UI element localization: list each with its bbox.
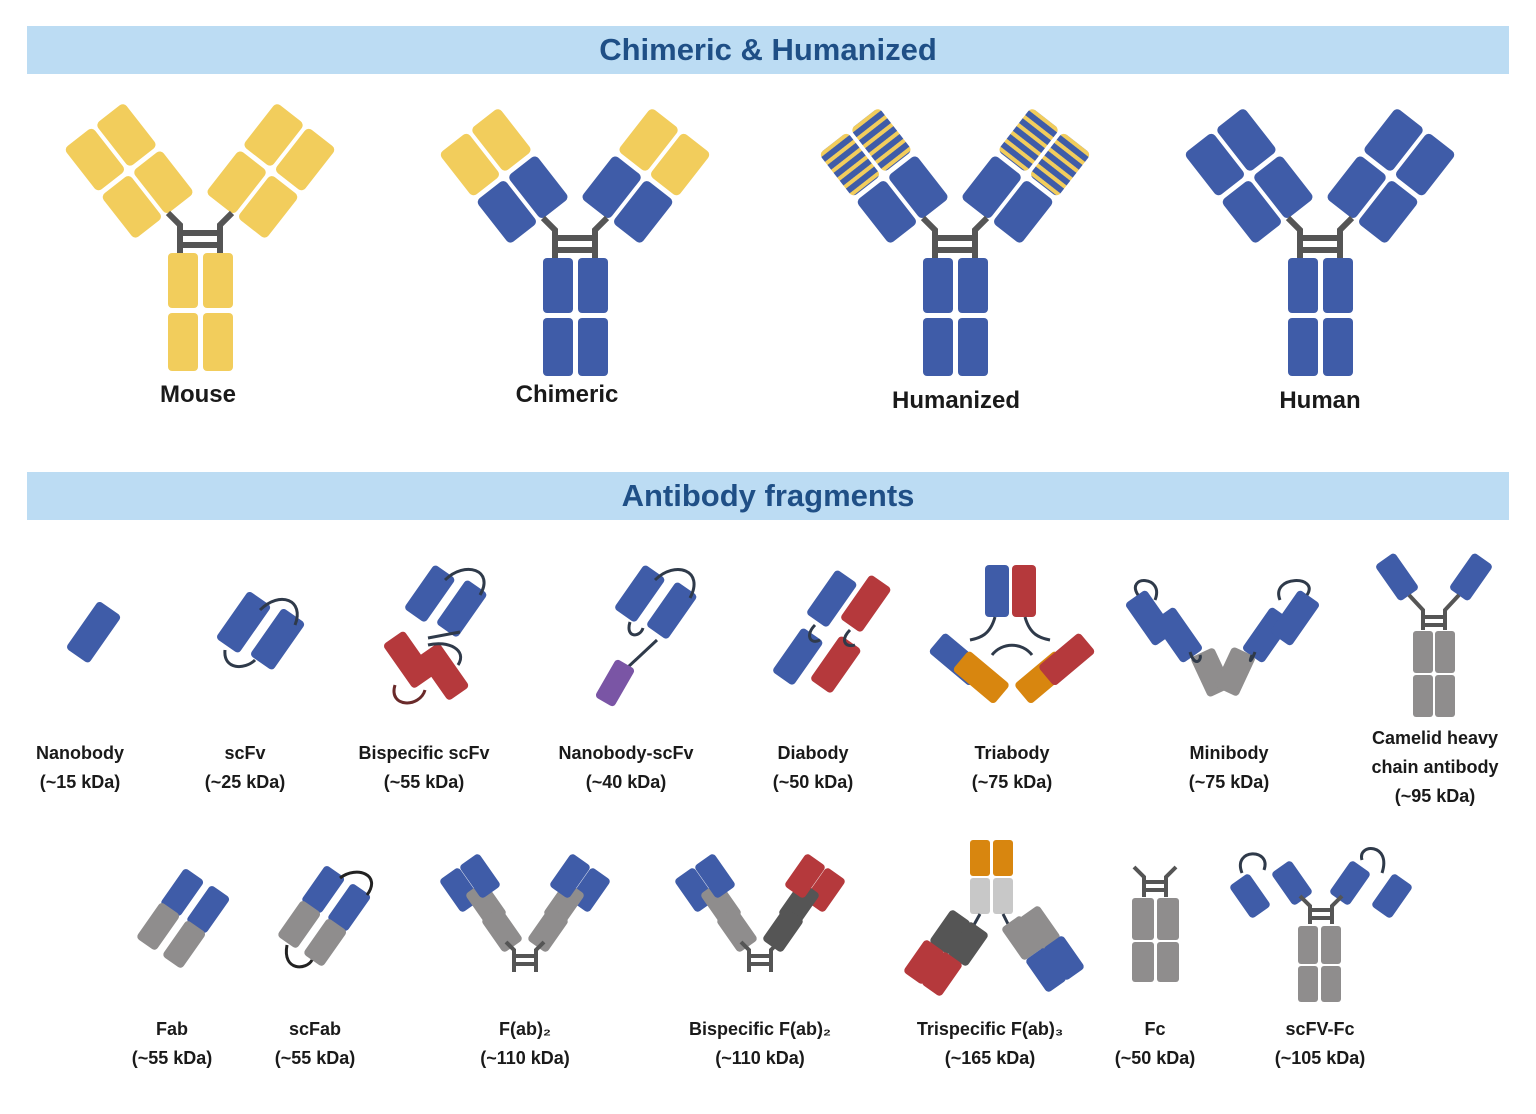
bispecific-fab2-diagram — [675, 854, 845, 972]
trispecific-fab3-diagram — [904, 840, 1084, 996]
section-banner-chimeric-humanized: Chimeric & Humanized — [27, 26, 1509, 74]
camelid-antibody-diagram — [1376, 553, 1492, 717]
hinge — [165, 210, 235, 253]
fc-diagram — [1132, 865, 1179, 982]
caption-bispecific-fab2: Bispecific F(ab)₂ (~110 kDa) — [688, 1019, 832, 1068]
caption-scfv: scFv (~25 kDa) — [204, 743, 286, 792]
caption-camelid: Camelid heavy chain antibody (~95 kDa) — [1371, 728, 1499, 806]
nanobody-diagram — [67, 601, 121, 663]
fab2-diagram — [440, 854, 610, 972]
caption-fc: Fc (~50 kDa) — [1114, 1019, 1196, 1068]
human-antibody-diagram — [1185, 109, 1455, 376]
caption-diabody: Diabody (~50 kDa) — [772, 743, 854, 792]
caption-fab: Fab (~55 kDa) — [131, 1019, 213, 1068]
triabody-diagram — [929, 565, 1095, 704]
fab-diagram — [137, 869, 230, 968]
label-mouse: Mouse — [159, 381, 236, 408]
chimeric-antibody-diagram — [440, 109, 710, 376]
right-arm — [207, 104, 335, 238]
scfv-diagram — [217, 591, 305, 670]
label-chimeric: Chimeric — [515, 381, 619, 408]
caption-triabody: Triabody (~75 kDa) — [971, 743, 1053, 792]
nanobody-scfv-diagram — [595, 565, 697, 707]
section-title: Chimeric & Humanized — [599, 32, 937, 67]
caption-nanobody: Nanobody (~15 kDa) — [36, 743, 124, 792]
scfab-diagram — [278, 866, 374, 969]
caption-nanobody-scfv: Nanobody-scFv (~40 kDa) — [558, 743, 694, 792]
minibody-diagram — [1126, 579, 1319, 697]
caption-bispecific-scfv: Bispecific scFv (~55 kDa) — [358, 743, 490, 792]
section-banner-antibody-fragments: Antibody fragments — [27, 472, 1509, 520]
caption-scfv-fc: scFV-Fc (~105 kDa) — [1274, 1019, 1366, 1068]
caption-scfab: scFab (~55 kDa) — [274, 1019, 356, 1068]
mouse-antibody-diagram — [65, 104, 335, 371]
left-arm — [65, 104, 193, 238]
caption-fab2: F(ab)₂ (~110 kDa) — [480, 1019, 570, 1068]
label-humanized: Humanized — [891, 387, 1020, 414]
caption-trispecific-fab3: Trispecific F(ab)₃ (~165 kDa) — [916, 1019, 1064, 1068]
diabody-diagram — [773, 570, 891, 693]
label-human: Human — [1279, 387, 1361, 414]
caption-minibody: Minibody (~75 kDa) — [1188, 743, 1270, 792]
bispecific-scfv-diagram — [384, 565, 487, 705]
scfv-fc-diagram — [1230, 847, 1412, 1002]
humanized-antibody-diagram — [820, 109, 1090, 376]
section-title: Antibody fragments — [621, 478, 915, 513]
